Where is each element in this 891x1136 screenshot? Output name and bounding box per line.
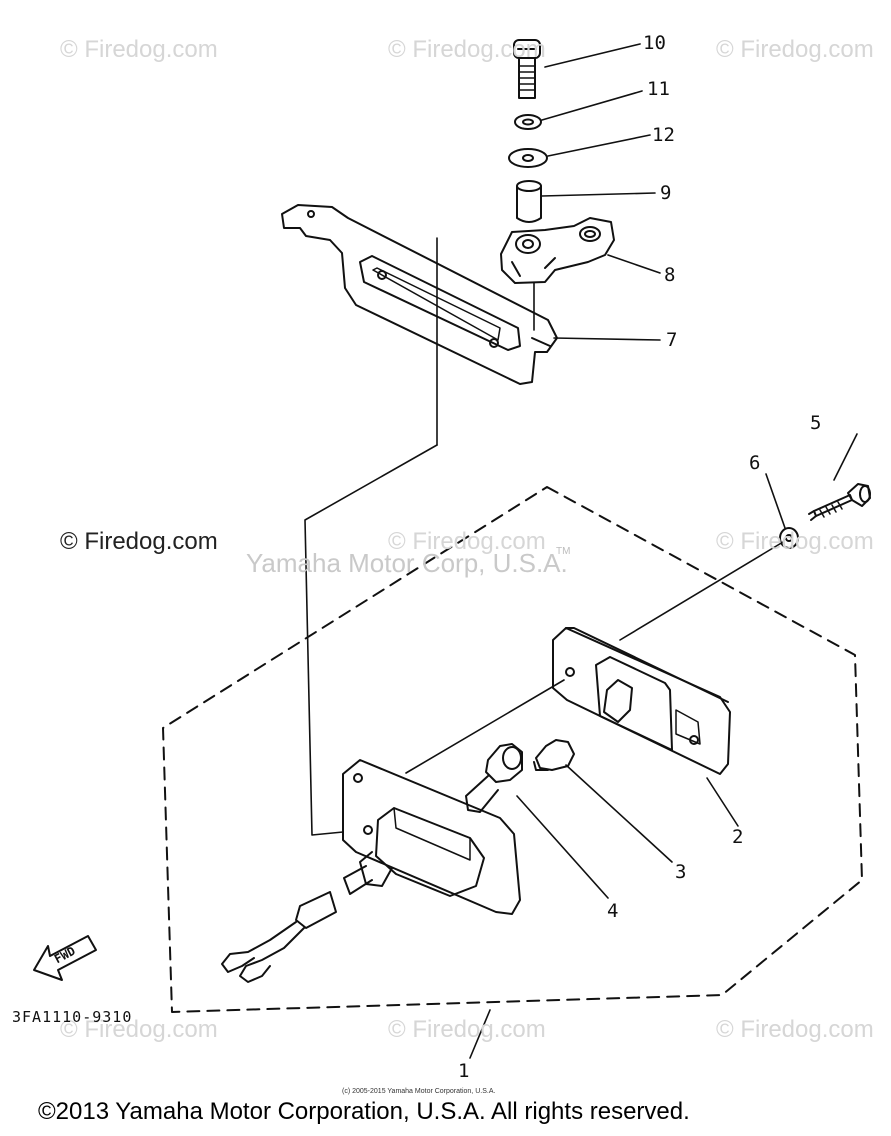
watermark-prominent: © Firedog.com bbox=[60, 528, 218, 555]
part-12-washer bbox=[508, 148, 548, 168]
part-9-collar bbox=[516, 180, 542, 223]
watermark: © Firedog.com bbox=[716, 528, 874, 555]
copyright-notice: ©2013 Yamaha Motor Corporation, U.S.A. A… bbox=[38, 1098, 690, 1125]
watermark: © Firedog.com bbox=[716, 36, 874, 63]
assembly-boundary bbox=[162, 486, 863, 1013]
callout-6: 6 bbox=[749, 452, 761, 474]
fine-print: (c) 2005-2015 Yamaha Motor Corporation, … bbox=[342, 1088, 496, 1095]
callout-5: 5 bbox=[810, 412, 822, 434]
part-11-lock-washer bbox=[514, 114, 542, 130]
part-10-bolt bbox=[513, 39, 541, 99]
callout-11: 11 bbox=[647, 78, 670, 100]
part-5-bolt bbox=[808, 483, 871, 521]
callout-2: 2 bbox=[732, 826, 744, 848]
part-3-bulb bbox=[533, 739, 575, 771]
watermark: © Firedog.com bbox=[388, 528, 546, 555]
leader-lines bbox=[304, 43, 858, 1059]
part-6-washer bbox=[779, 527, 799, 549]
watermark: © Firedog.com bbox=[716, 1016, 874, 1043]
callout-10: 10 bbox=[643, 32, 666, 54]
watermark-tm: TM bbox=[556, 546, 571, 557]
callout-7: 7 bbox=[666, 329, 678, 351]
watermark-corp: Yamaha Motor Corp, U.S.A. bbox=[246, 548, 568, 578]
part-8-arm bbox=[500, 217, 615, 284]
callout-9: 9 bbox=[660, 182, 672, 204]
watermark: © Firedog.com bbox=[60, 1016, 218, 1043]
callout-12: 12 bbox=[652, 124, 675, 146]
callout-1: 1 bbox=[458, 1060, 470, 1082]
callout-3: 3 bbox=[675, 861, 687, 883]
part-1-base bbox=[221, 759, 521, 983]
watermark: © Firedog.com bbox=[388, 36, 546, 63]
watermark: © Firedog.com bbox=[388, 1016, 546, 1043]
part-2-housing bbox=[552, 627, 731, 775]
fwd-arrow bbox=[33, 935, 97, 981]
part-7-plate bbox=[281, 204, 558, 385]
callout-8: 8 bbox=[664, 264, 676, 286]
part-4-socket bbox=[465, 743, 523, 813]
callout-4: 4 bbox=[607, 900, 619, 922]
watermark: © Firedog.com bbox=[60, 36, 218, 63]
diagram-code: 3FA1110-9310 bbox=[12, 1008, 133, 1026]
